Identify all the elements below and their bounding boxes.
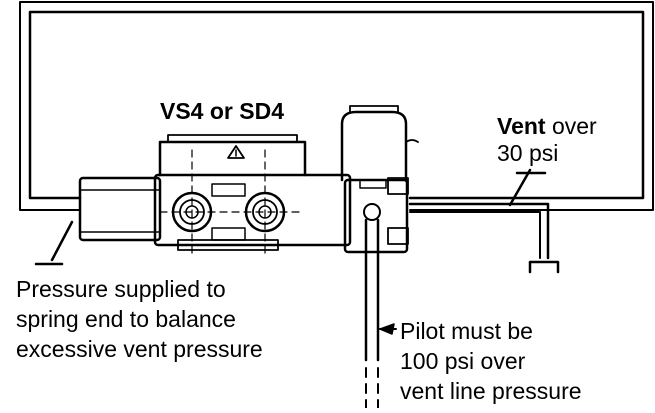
pilot-line-dashed [365, 367, 379, 409]
pilot-label-line3: vent line pressure [400, 378, 582, 404]
pilot-port [363, 203, 381, 221]
bonnet-warning-mark [227, 145, 245, 159]
vent-line [408, 202, 550, 260]
balance-pressure-line-inner [19, 1, 654, 211]
valve-model-label: VS4 or SD4 [160, 98, 284, 124]
centerlines [159, 149, 301, 256]
vent-label-rest: over [545, 113, 597, 139]
vent-label-bold: Vent [497, 113, 546, 139]
vent-drain-symbol [528, 260, 560, 274]
pilot-label-line2: 100 psi over [400, 348, 526, 374]
balance-pressure-line [28, 10, 645, 200]
port-bridge [211, 183, 246, 197]
pilot-end-body [343, 178, 409, 254]
valve-body [153, 173, 352, 247]
solenoid-wire [405, 139, 419, 143]
vent-label: Vent over [497, 113, 597, 139]
valve-bonnet [158, 140, 307, 177]
pressure-label-line1: Pressure supplied to [16, 276, 226, 302]
spring-end-housing [78, 176, 162, 242]
vent-line-outer [409, 211, 541, 259]
pressure-label-line2: spring end to balance [16, 306, 236, 332]
pilot-label-line1: Pilot must be [400, 318, 533, 344]
pressure-leader [50, 220, 74, 262]
vent-label-line2: 30 psi [497, 140, 559, 166]
vent-leader [508, 168, 532, 207]
valve-base [177, 239, 279, 251]
solenoid-coil [340, 110, 408, 182]
valve-bonnet-inner [167, 134, 298, 143]
pressure-label-line3: excessive vent pressure [16, 336, 263, 362]
